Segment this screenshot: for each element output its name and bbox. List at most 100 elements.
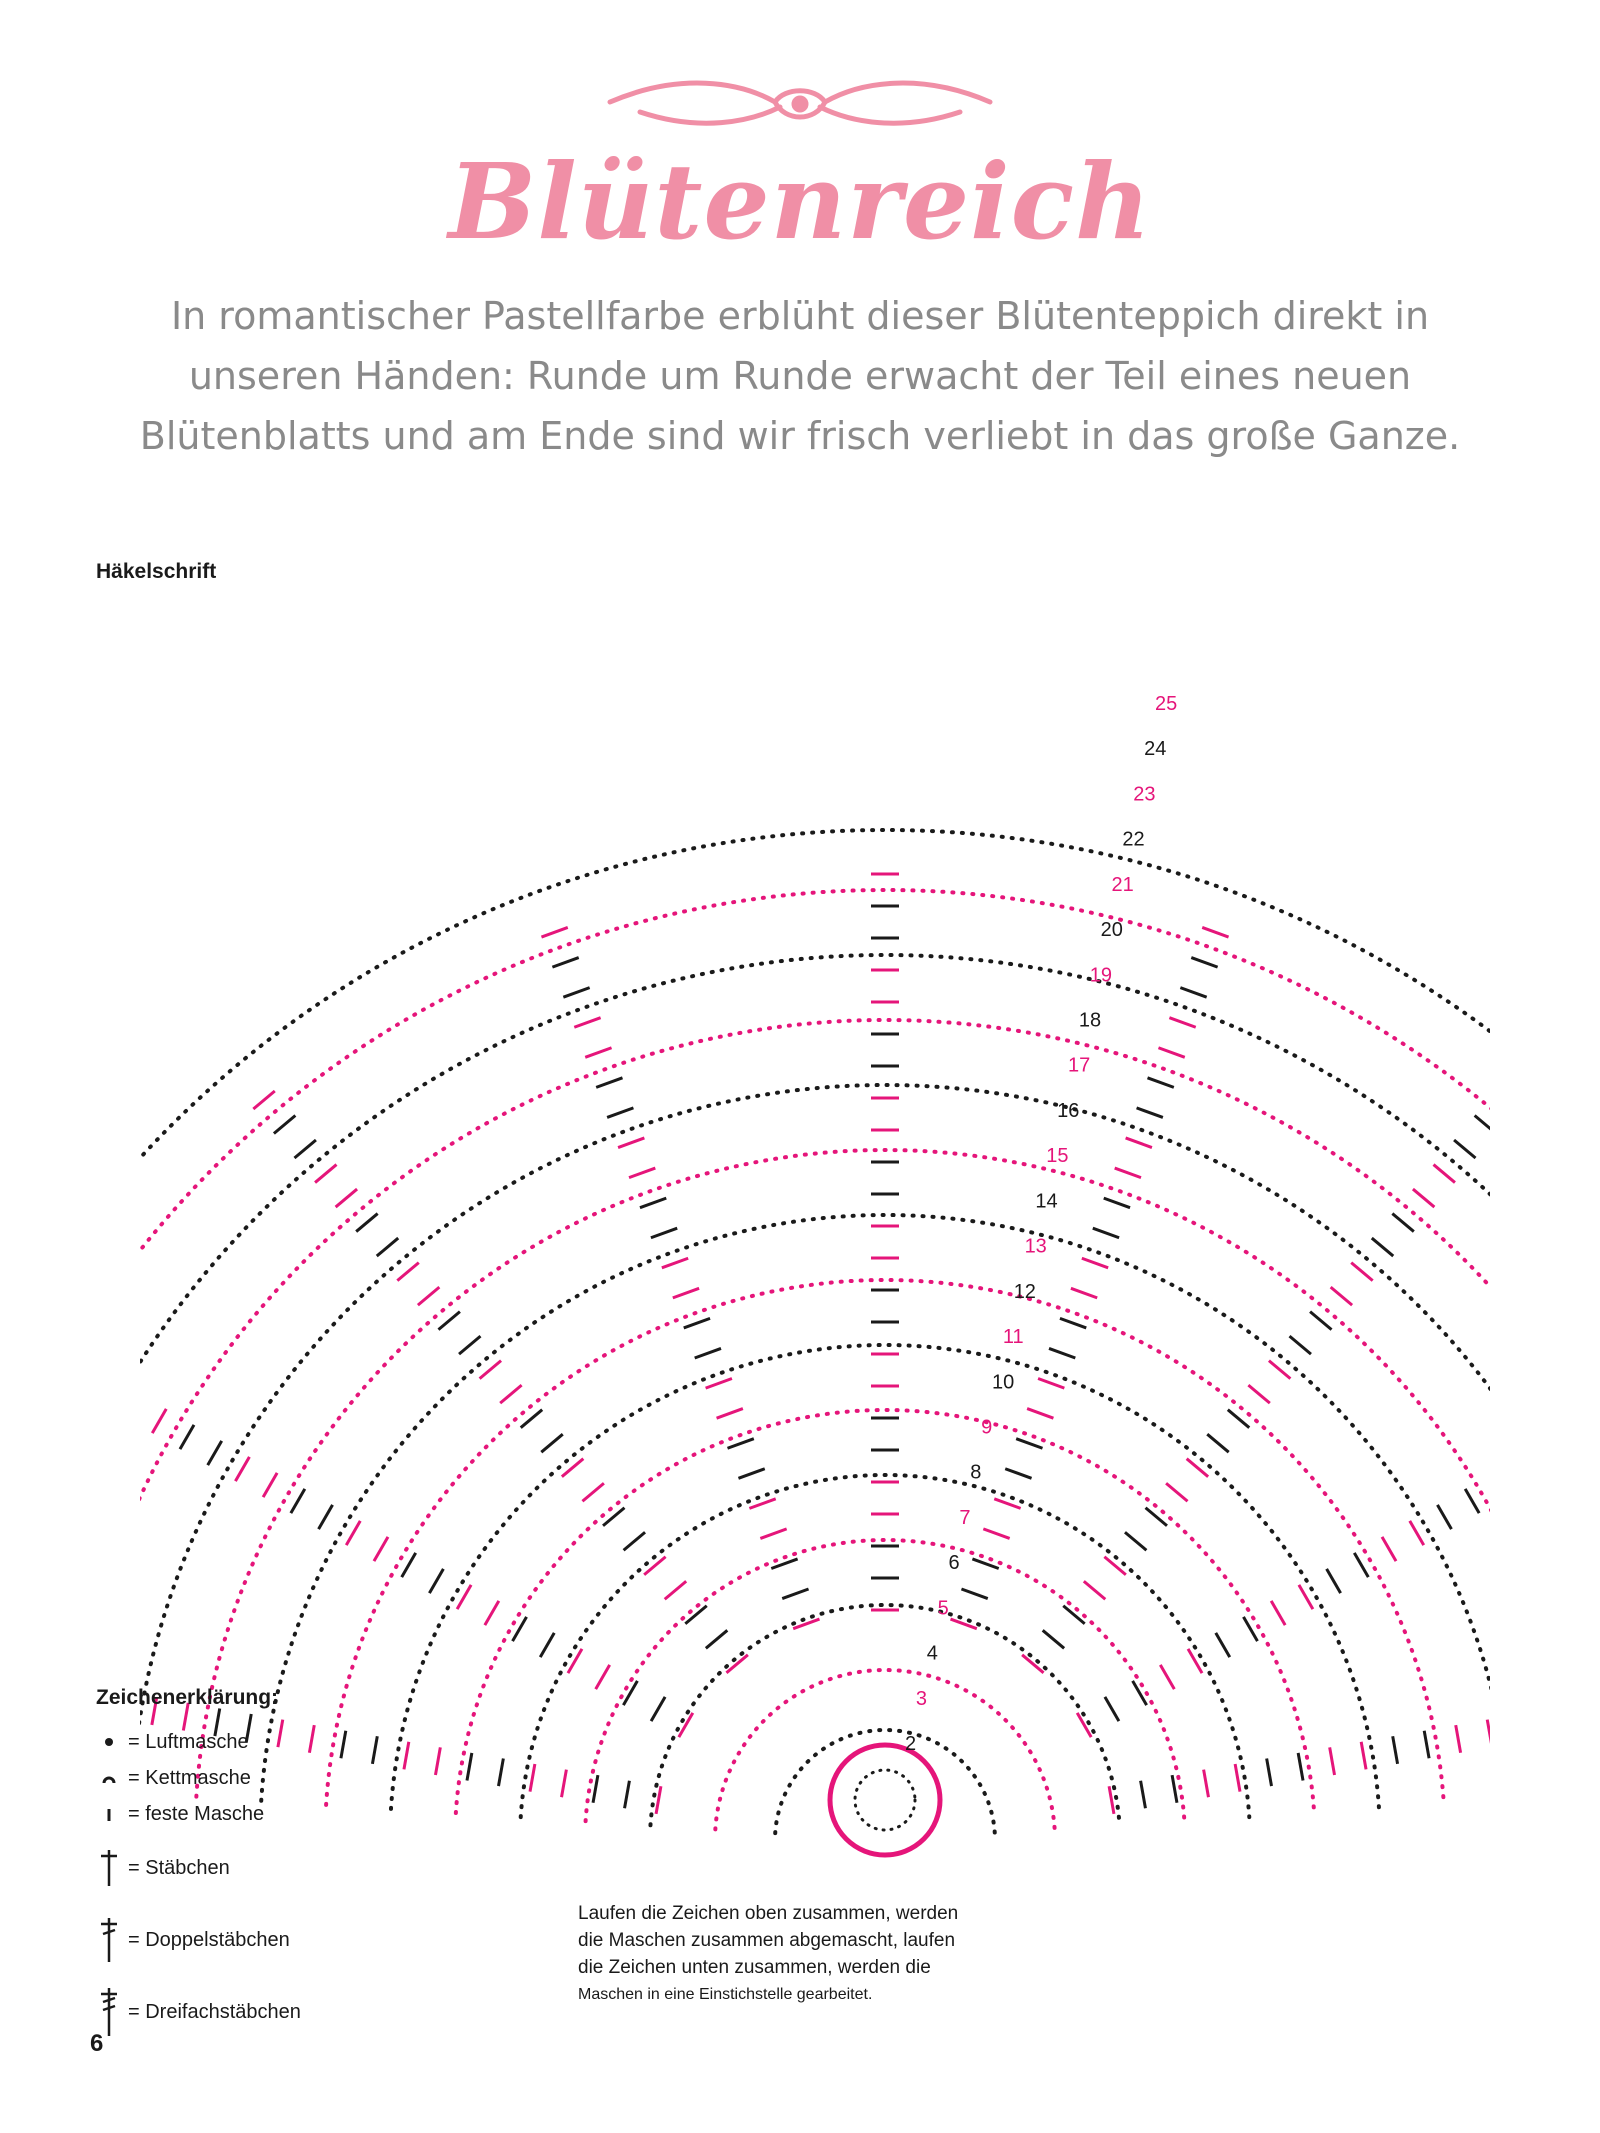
single-crochet-icon <box>96 1805 122 1823</box>
legend-row-slip: = Kettmasche <box>96 1760 436 1796</box>
stitch-mark <box>1393 1736 1398 1764</box>
stitch-mark <box>1038 1379 1064 1389</box>
stitch-mark <box>562 1770 567 1798</box>
stitch-mark <box>541 927 567 937</box>
stitch-mark <box>429 1569 443 1593</box>
legend-row-dtreble: = Dreifachstäbchen <box>96 1976 436 2048</box>
stitch-mark <box>540 1633 554 1657</box>
round-number: 14 <box>1035 1190 1057 1212</box>
stitch-mark <box>459 1336 480 1354</box>
stitch-mark <box>1410 1521 1424 1545</box>
centre-chain <box>855 1770 915 1830</box>
stitch-mark <box>662 1258 688 1268</box>
round-number: 24 <box>1144 738 1166 760</box>
chain-arc <box>140 890 1490 1780</box>
stitch-mark <box>1382 1537 1396 1561</box>
stitch-mark <box>180 1425 194 1449</box>
stitch-mark <box>782 1589 808 1599</box>
stitch-mark <box>1043 1630 1064 1648</box>
stitch-mark <box>485 1601 499 1625</box>
stitch-mark <box>1437 1505 1451 1529</box>
stitch-mark <box>793 1619 819 1629</box>
round-number: 6 <box>948 1552 959 1574</box>
stitch-mark <box>684 1318 710 1328</box>
centre-ring <box>830 1745 940 1855</box>
round-number: 12 <box>1014 1281 1036 1303</box>
stitch-mark <box>749 1499 775 1509</box>
stitch-mark <box>1109 1786 1114 1814</box>
stitch-mark <box>1022 1655 1043 1673</box>
stitch-mark <box>1216 1633 1230 1657</box>
stitch-mark <box>552 958 578 968</box>
legend-row-treble: = Doppelstäbchen <box>96 1904 436 1976</box>
stitch-mark <box>1351 1263 1372 1281</box>
legend-row-double: = Stäbchen <box>96 1832 436 1904</box>
stitch-mark <box>1158 1048 1184 1058</box>
stitch-mark <box>1084 1581 1105 1599</box>
stitch-mark <box>1204 1770 1209 1798</box>
stitch-mark <box>656 1786 661 1814</box>
stitch-mark <box>1105 1697 1119 1721</box>
stitch-mark <box>1137 1108 1163 1118</box>
stitch-mark <box>629 1168 655 1178</box>
stitch-mark <box>336 1189 357 1207</box>
stitch-mark <box>1372 1238 1393 1256</box>
round-number: 13 <box>1025 1236 1047 1258</box>
stitch-mark <box>951 1619 977 1629</box>
stitch-mark <box>1298 1753 1303 1781</box>
stitch-mark <box>1071 1288 1097 1298</box>
stitch-mark <box>596 1078 622 1088</box>
stitch-mark <box>717 1409 743 1419</box>
stitch-mark <box>435 1747 440 1775</box>
stitch-mark <box>1424 1731 1429 1759</box>
stitch-mark <box>438 1312 459 1330</box>
stitch-mark <box>1060 1318 1086 1328</box>
stitch-mark <box>1005 1469 1031 1479</box>
stitch-mark <box>1027 1409 1053 1419</box>
legend-label: = Dreifachstäbchen <box>128 2001 301 2024</box>
chain-arc <box>261 1215 1490 1801</box>
chain-arc <box>586 1540 1185 1821</box>
stitch-mark <box>467 1753 472 1781</box>
note: Laufen die Zeichen oben zusammen, werden… <box>578 1900 1038 2008</box>
stitch-mark <box>1392 1214 1413 1232</box>
legend-title: Zeichenerklärung: <box>96 1686 436 1710</box>
chain-arc <box>140 955 1490 1784</box>
stitch-mark <box>1063 1606 1084 1624</box>
round-number: 4 <box>927 1643 938 1665</box>
stitch-mark <box>618 1138 644 1148</box>
stitch-mark <box>1160 1665 1174 1689</box>
stitch-mark <box>726 1655 747 1673</box>
stitch-mark <box>1188 1649 1202 1673</box>
stitch-mark <box>1487 1720 1490 1748</box>
title-ornament <box>600 62 1000 142</box>
stitch-mark <box>208 1441 222 1465</box>
stitch-mark <box>679 1713 693 1737</box>
legend-row-chain: = Luftmasche <box>96 1724 436 1760</box>
note-line: die Zeichen unten zusammen, werden die <box>578 1954 1038 1981</box>
stitch-mark <box>593 1775 598 1803</box>
stitch-mark <box>1169 1018 1195 1028</box>
chain-arc <box>521 1475 1250 1817</box>
stitch-mark <box>263 1473 277 1497</box>
stitch-mark <box>1133 1681 1147 1705</box>
stitch-mark <box>972 1559 998 1569</box>
stitch-mark <box>1202 927 1228 937</box>
chain-arc <box>715 1670 1054 1829</box>
legend: Zeichenerklärung: = Luftmasche = Kettmas… <box>96 1686 436 2048</box>
round-number: 17 <box>1068 1055 1090 1077</box>
stitch-mark <box>1126 1138 1152 1148</box>
stitch-mark <box>706 1379 732 1389</box>
chain-dot-icon <box>96 1735 122 1749</box>
legend-label: = Stäbchen <box>128 1857 230 1880</box>
stitch-mark <box>1191 958 1217 968</box>
stitch-mark <box>1166 1483 1187 1501</box>
stitch-mark <box>152 1409 166 1433</box>
round-number: 25 <box>1155 693 1177 715</box>
stitch-mark <box>1082 1258 1108 1268</box>
round-number: 2 <box>905 1733 916 1755</box>
stitch-mark <box>480 1361 501 1379</box>
stitch-mark <box>673 1288 699 1298</box>
legend-row-single: = feste Masche <box>96 1796 436 1832</box>
stitch-mark <box>356 1214 377 1232</box>
